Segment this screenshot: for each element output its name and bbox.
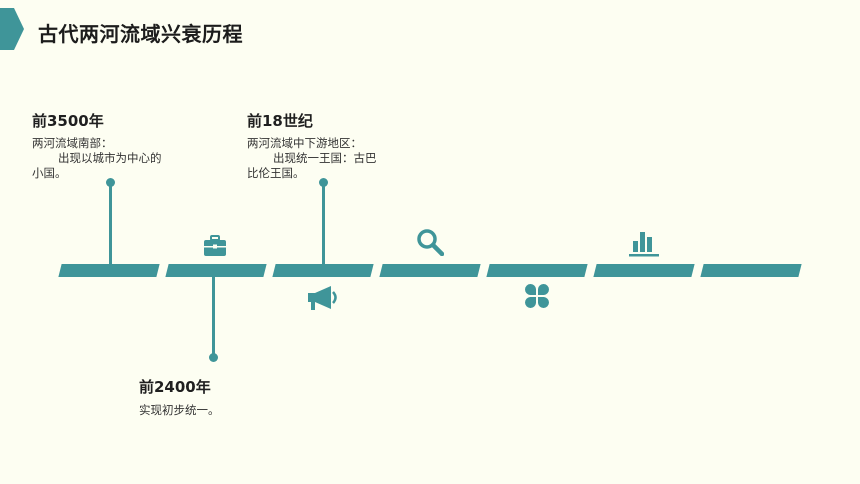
event-3-connector-line — [322, 183, 325, 265]
event-1-year: 前3500年 — [32, 112, 104, 130]
event-3-description: 两河流域中下游地区： 出现统一王国：古巴 比伦王国。 — [247, 136, 377, 181]
search-icon — [417, 229, 444, 256]
event-1-line-1: 两河流域南部： — [32, 136, 113, 150]
timeline-segment-1 — [58, 264, 160, 277]
event-3-line-2: 出现统一王国：古巴 — [273, 151, 377, 165]
event-2-year: 前2400年 — [139, 378, 211, 396]
page-title: 古代两河流域兴衰历程 — [38, 22, 243, 46]
clover-icon — [525, 284, 549, 308]
bar-chart-icon — [629, 232, 659, 257]
event-2-description: 实现初步统一。 — [139, 403, 220, 418]
timeline-segment-4 — [379, 264, 481, 277]
megaphone-icon — [308, 286, 337, 310]
event-3-line-1: 两河流域中下游地区： — [247, 136, 362, 150]
event-1-line-3: 小国。 — [32, 166, 67, 180]
event-1-marker-dot — [106, 178, 115, 187]
event-2-connector-line — [212, 276, 215, 356]
briefcase-icon — [204, 235, 226, 256]
event-3-marker-dot — [319, 178, 328, 187]
timeline-segment-7 — [700, 264, 802, 277]
event-1-connector-line — [109, 183, 112, 265]
event-2-line-1: 实现初步统一。 — [139, 403, 220, 417]
timeline-segment-2 — [165, 264, 267, 277]
corner-tab-decoration — [0, 8, 24, 50]
timeline-segment-6 — [593, 264, 695, 277]
timeline-segment-3 — [272, 264, 374, 277]
event-3-year: 前18世纪 — [247, 112, 313, 130]
event-3-line-3: 比伦王国。 — [247, 166, 305, 180]
event-1-line-2: 出现以城市为中心的 — [58, 151, 162, 165]
event-1-description: 两河流域南部： 出现以城市为中心的 小国。 — [32, 136, 162, 181]
event-2-marker-dot — [209, 353, 218, 362]
timeline-segment-5 — [486, 264, 588, 277]
